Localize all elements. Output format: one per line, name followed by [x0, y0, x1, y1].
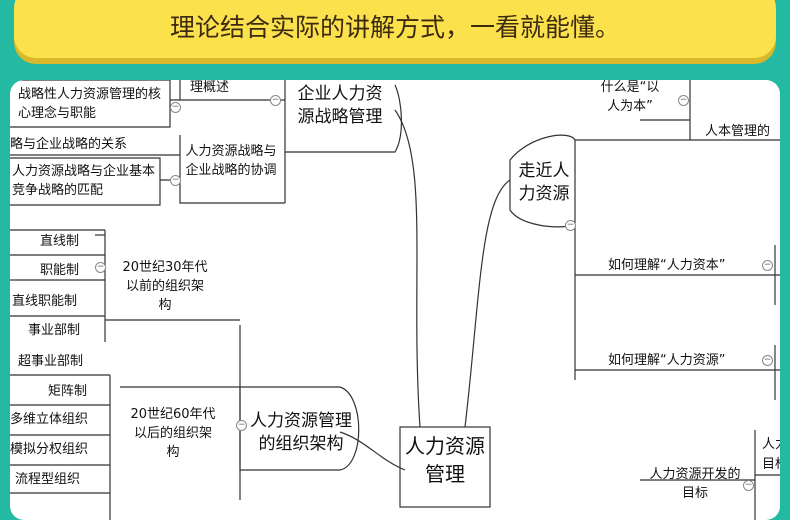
node-simulated-decentralized-org: 模拟分权组织 [10, 442, 89, 457]
node-line-functional-structure: 直线职能制 [12, 294, 78, 309]
node-right-edge-2: 目标 [762, 457, 780, 472]
mind-map-canvas: 企业人力资源战略管理 理概述 战略性人力资源管理的核心理念与职能 略与企业战略的… [10, 80, 780, 520]
banner-title: 理论结合实际的讲解方式，一看就能懂。 [169, 13, 620, 42]
header-banner: 理论结合实际的讲解方式，一看就能懂。 [14, 0, 776, 58]
node-hr-strategy-text: 企业人力资源战略管理 [297, 84, 383, 127]
collapse-icon[interactable]: − [678, 95, 689, 106]
node-right-edge-1: 人力 [762, 437, 780, 452]
collapse-icon[interactable]: − [743, 480, 754, 491]
node-center-hrm: 人力资源管理 [405, 434, 485, 486]
collapse-icon[interactable]: − [95, 262, 106, 273]
collapse-icon[interactable]: − [170, 102, 181, 113]
node-division-structure: 事业部制 [28, 323, 81, 338]
node-multidimensional-org: 多维立体组织 [10, 412, 89, 427]
collapse-icon[interactable]: − [236, 420, 247, 431]
node-concept-overview: 理概述 [190, 80, 230, 95]
node-people-management: 人本管理的 [705, 124, 771, 139]
node-line-structure: 直线制 [40, 234, 80, 249]
connector-lines [10, 80, 780, 520]
node-org-structure: 人力资源管理的组织架构 [250, 411, 352, 454]
node-people-oriented-question: 什么是“以人为本” [600, 80, 660, 114]
node-human-resource: 如何理解“人力资源” [608, 353, 726, 368]
collapse-icon[interactable]: − [762, 355, 773, 366]
node-strategy-core: 战略性人力资源管理的核心理念与职能 [18, 87, 162, 121]
node-process-org: 流程型组织 [15, 472, 81, 487]
node-super-division-structure: 超事业部制 [18, 354, 84, 369]
node-strategy-coordination: 人力资源战略与企业战略的协调 [185, 144, 277, 178]
node-hr-strategy: 企业人力资源战略管理 [290, 83, 390, 129]
node-functional-structure: 职能制 [40, 263, 80, 278]
node-approach-hr: 走近人力资源 [518, 161, 570, 204]
collapse-icon[interactable]: − [170, 175, 181, 186]
node-era-1930s: 20世纪30年代以前的组织架构 [122, 260, 208, 313]
node-human-capital: 如何理解“人力资本” [608, 258, 726, 273]
node-matrix-structure: 矩阵制 [48, 384, 88, 399]
node-strategy-match: 人力资源战略与企业基本竞争战略的匹配 [12, 164, 156, 198]
node-development-goal: 人力资源开发的目标 [649, 467, 741, 501]
node-strategy-relation: 略与企业战略的关系 [10, 137, 128, 152]
collapse-icon[interactable]: − [565, 220, 576, 231]
node-era-1960s: 20世纪60年代以后的组织架构 [130, 407, 216, 460]
collapse-icon[interactable]: − [270, 95, 281, 106]
collapse-icon[interactable]: − [762, 260, 773, 271]
